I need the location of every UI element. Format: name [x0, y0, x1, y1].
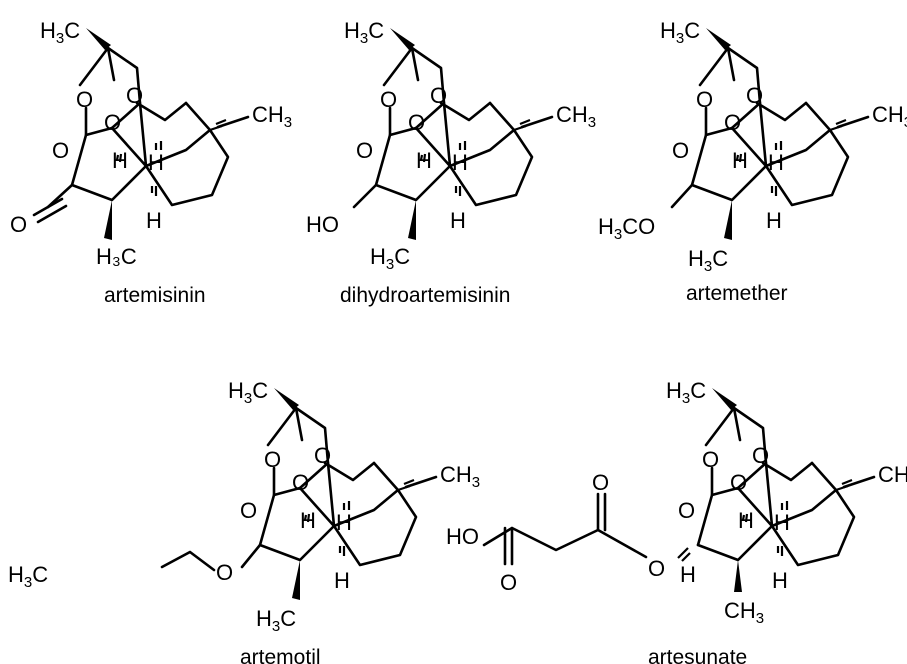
carbonyl-oxygen: O: [10, 212, 27, 237]
hydrogen-label: H: [450, 208, 466, 233]
hydrogen-label: H: [738, 508, 754, 533]
compound-name: artemether: [686, 282, 788, 305]
top-methyl-label: H3C: [40, 18, 80, 47]
peroxide-oxygen: O: [314, 443, 331, 468]
hydrogen-label: H: [148, 150, 164, 175]
peroxide-oxygen: O: [408, 110, 425, 135]
hydrogen-label: H: [768, 150, 784, 175]
substituent-label: HO: [306, 212, 339, 237]
methyl-label: H₃C: [96, 244, 137, 269]
peroxide-oxygen: O: [126, 83, 143, 108]
structure-artesunate: H3C O O O O O O O HO H: [446, 378, 907, 664]
peroxide-oxygen: O: [730, 470, 747, 495]
carbonyl-oxygen: O: [592, 470, 609, 495]
hydrogen-label: H: [766, 208, 782, 233]
ring-methyl-label: CH3: [872, 102, 907, 131]
compound-name: artemotil: [240, 646, 321, 664]
compound-name: dihydroartemisinin: [340, 284, 510, 307]
methyl-label: H3C: [256, 606, 296, 635]
hydrogen-label: H: [452, 150, 468, 175]
structure-artemisinin: H3C O O O O O H H H CH3 H₃C: [10, 18, 292, 307]
ether-oxygen: O: [216, 560, 233, 585]
structure-artemotil: H3C O O O O O H3C H H H CH3 H3C artemoti…: [8, 378, 480, 664]
hydrogen-label: H: [334, 568, 350, 593]
methyl-label: H3C: [688, 246, 728, 275]
ring-oxygen: O: [356, 138, 373, 163]
top-methyl-label: H3C: [228, 378, 268, 407]
ring-oxygen: O: [240, 498, 257, 523]
ring-oxygen: O: [678, 498, 695, 523]
ring-oxygen: O: [672, 138, 689, 163]
hydrogen-label: H: [112, 148, 128, 173]
substituent-label: HO: [446, 524, 479, 549]
structure-artemether: H3C O O O O H3CO H H H CH3 H3C artemethe…: [598, 18, 907, 305]
peroxide-oxygen: O: [724, 110, 741, 135]
ester-oxygen: O: [648, 556, 665, 581]
ring-methyl-label: CH3: [556, 102, 596, 131]
ring-methyl-label: CH3: [878, 462, 907, 491]
methyl-label: H3C: [370, 244, 410, 273]
structure-dihydroartemisinin: H3C O O O O HO H H H CH3 H3C dihydroarte…: [306, 18, 596, 307]
hydrogen-label: H: [416, 148, 432, 173]
hydrogen-label: H: [772, 568, 788, 593]
methyl-label: CH3: [724, 598, 764, 627]
top-methyl-label: H3C: [666, 378, 706, 407]
hydrogen-label: H: [732, 148, 748, 173]
ethyl-label: H3C: [8, 562, 48, 591]
peroxide-oxygen: O: [292, 470, 309, 495]
hydrogen-label: H: [146, 208, 162, 233]
hydrogen-label: H: [336, 510, 352, 535]
peroxide-oxygen: O: [104, 110, 121, 135]
substituent-label: H3CO: [598, 214, 655, 243]
ring-oxygen: O: [76, 87, 93, 112]
top-methyl-label: H3C: [660, 18, 700, 47]
carbonyl-oxygen: O: [500, 570, 517, 595]
hydrogen-label: H: [300, 508, 316, 533]
peroxide-oxygen: O: [430, 83, 447, 108]
compound-name: artemisinin: [104, 284, 206, 307]
lactone-oxygen: O: [52, 138, 69, 163]
ring-methyl-label: CH3: [252, 102, 292, 131]
hydrogen-label: H: [774, 510, 790, 535]
ring-oxygen: O: [702, 447, 719, 472]
top-methyl-label: H3C: [344, 18, 384, 47]
ring-oxygen: O: [380, 87, 397, 112]
peroxide-oxygen: O: [752, 443, 769, 468]
hydrogen-label: H: [680, 562, 696, 587]
compound-name: artesunate: [648, 646, 747, 664]
ring-methyl-label: CH3: [440, 462, 480, 491]
ring-oxygen: O: [696, 87, 713, 112]
ring-oxygen: O: [264, 447, 281, 472]
peroxide-oxygen: O: [746, 83, 763, 108]
